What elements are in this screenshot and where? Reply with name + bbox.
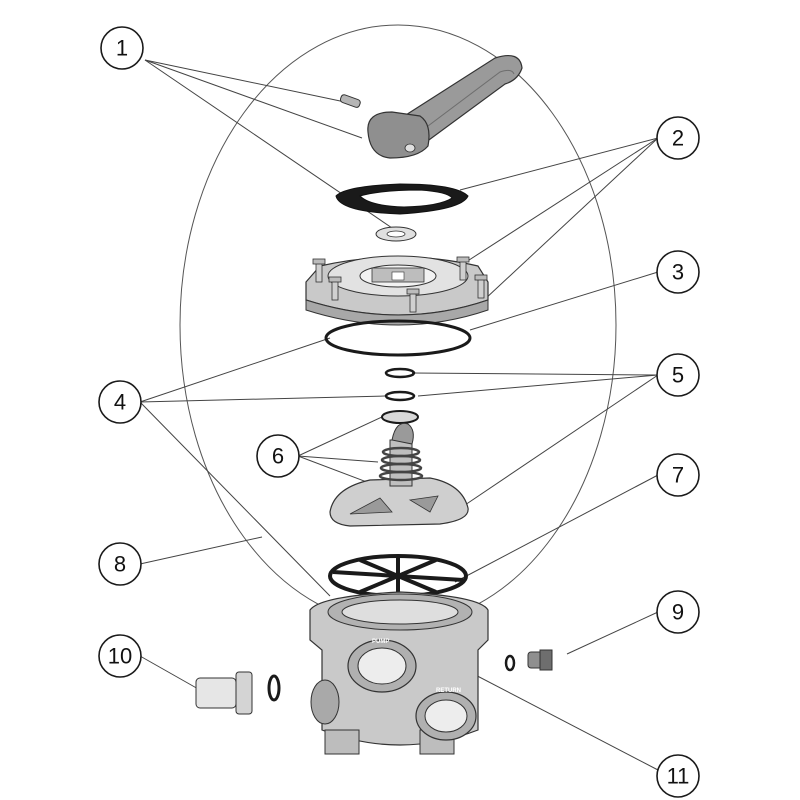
svg-text:5: 5 — [672, 363, 684, 388]
handle-pin — [339, 94, 361, 108]
svg-text:11: 11 — [667, 764, 690, 789]
callout-10: 10 — [98, 634, 142, 678]
svg-text:3: 3 — [672, 260, 684, 285]
callout-1: 1 — [100, 26, 144, 70]
cover-screw — [406, 288, 420, 313]
leader-lines — [139, 59, 659, 771]
part-top-cover — [305, 255, 489, 326]
part-valve-body: PUMP RETURN — [309, 591, 489, 755]
callout-6: 6 — [256, 434, 300, 478]
part-o-ring-medium — [381, 410, 419, 424]
callout-3: 3 — [656, 250, 700, 294]
cover-screw — [328, 276, 342, 301]
svg-text:1: 1 — [116, 36, 128, 61]
part-o-ring-small-top — [384, 367, 416, 379]
callout-11: 11 — [656, 754, 700, 798]
part-rotor — [329, 422, 469, 527]
part-flat-gasket — [335, 183, 469, 215]
part-washer — [375, 226, 417, 242]
callout-2: 2 — [656, 116, 700, 160]
cover-screw — [456, 256, 470, 281]
return-stamp: RETURN — [436, 688, 461, 694]
callout-5: 5 — [656, 353, 700, 397]
callout-7: 7 — [656, 453, 700, 497]
svg-text:9: 9 — [672, 600, 684, 625]
callout-8: 8 — [98, 542, 142, 586]
rotor-spring — [378, 446, 424, 482]
cover-screw — [474, 274, 488, 299]
part-drain-plug — [504, 649, 553, 672]
part-union-adapter — [195, 671, 281, 715]
svg-text:2: 2 — [672, 126, 684, 151]
part-cover-o-ring — [324, 319, 472, 357]
svg-text:8: 8 — [114, 552, 126, 577]
part-handle-assembly — [339, 55, 523, 159]
callout-9: 9 — [656, 590, 700, 634]
cover-screw — [312, 258, 326, 283]
pump-stamp: PUMP — [372, 639, 389, 645]
svg-text:4: 4 — [114, 390, 126, 415]
svg-text:6: 6 — [272, 444, 284, 469]
part-star-gasket — [328, 554, 468, 598]
part-o-ring-small-middle — [384, 390, 416, 402]
svg-text:7: 7 — [672, 463, 684, 488]
handle-cap — [367, 111, 430, 159]
callout-4: 4 — [98, 380, 142, 424]
svg-text:10: 10 — [108, 644, 132, 669]
